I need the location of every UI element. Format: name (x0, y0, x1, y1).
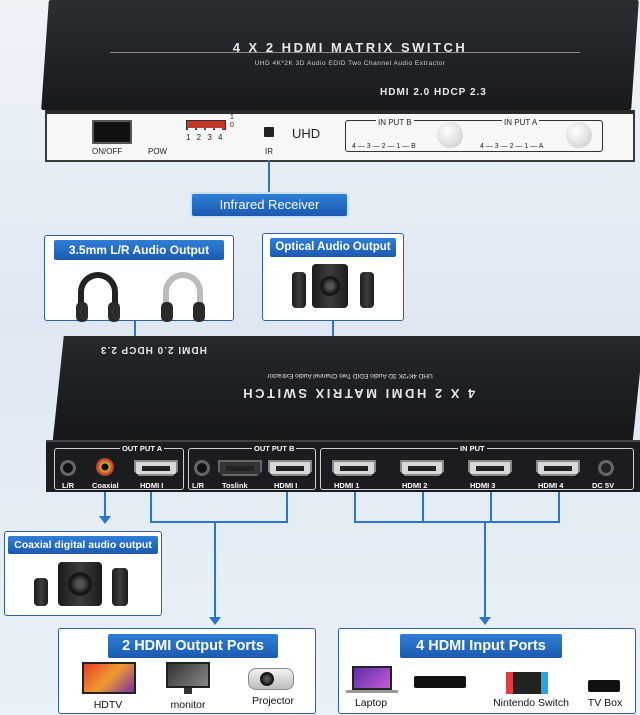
coaxial-label: Coaxial (92, 481, 119, 490)
settop-box-icon (414, 676, 466, 688)
dip-numbers: 1 2 3 4 (186, 133, 225, 142)
audio-35-title: 3.5mm L/R Audio Output (54, 240, 224, 260)
monitor-stand (184, 688, 192, 694)
lr-a-label: L/R (62, 481, 75, 490)
hdmi-in-3-port (468, 460, 512, 476)
lr-b-label: L/R (192, 481, 205, 490)
arrow-down-icon (209, 617, 221, 625)
coaxial-title: Coaxial digital audio output (8, 536, 158, 554)
lr-jack-a (60, 460, 76, 476)
nintendo-switch-icon (506, 672, 548, 694)
ir-label: IR (265, 147, 273, 156)
speaker-icon (112, 568, 128, 606)
device-bottom-badges: HDMI 2.0 HDCP 2.3 (100, 344, 207, 355)
hdmi-out-b-port (268, 460, 312, 476)
optical-title: Optical Audio Output (270, 238, 396, 257)
headphone-icon (161, 272, 205, 322)
input-device-label: TV Box (587, 697, 623, 709)
tv-box-icon (588, 680, 620, 692)
hdmi-1-label: HDMI 1 (334, 481, 360, 490)
speaker-icon (34, 578, 48, 606)
hdmi-in-3-connector (490, 492, 492, 522)
hdmi-in-2-connector (422, 492, 424, 522)
pow-label: POW (148, 147, 168, 156)
hdmi-3-label: HDMI 3 (470, 481, 496, 490)
toslink-port (218, 460, 262, 476)
laptop-icon (352, 666, 392, 690)
output-device-label: HDTV (93, 699, 123, 711)
hdmi-out-connector (214, 521, 216, 621)
headphone-icon (76, 272, 120, 322)
ir-sensor (264, 127, 274, 137)
input-a-knob (566, 122, 592, 148)
subwoofer-cone (68, 572, 92, 596)
input-b-label: IN PUT B (376, 118, 414, 127)
device-top-body (41, 0, 639, 110)
input-label: IN PUT (458, 444, 487, 453)
hdmi-in-4-port (536, 460, 580, 476)
hdmi-out-a-port (134, 460, 178, 476)
hdmi-input-title: 4 HDMI Input Ports (400, 634, 562, 658)
dc-jack (598, 460, 614, 476)
arrow-down-icon (99, 516, 111, 524)
hdmi-in-bracket (354, 521, 560, 523)
power-switch (92, 120, 132, 144)
input-device-label: Laptop (354, 697, 388, 709)
dip-switch (186, 120, 226, 134)
hdmi-in-1-connector (354, 492, 356, 522)
hdmi-2-label: HDMI 2 (402, 481, 428, 490)
output-device-label: monitor (170, 699, 206, 711)
device-bottom-title: 4 X 2 HDMI MATRIX SWITCH (240, 386, 476, 401)
projector-lens (260, 672, 274, 686)
uhd-label: UHD (292, 126, 321, 141)
toslink-label: Toslink (222, 481, 248, 490)
hdmi-4-label: HDMI 4 (538, 481, 564, 490)
dip-states: 1 0 (230, 114, 234, 129)
hdmi-in-4-connector (558, 492, 560, 522)
input-device-label: Nintendo Switch (493, 697, 569, 709)
output-b-label: OUT PUT B (252, 444, 297, 453)
ir-connector (268, 160, 270, 194)
device-top-subtitle: UHD 4K*2K 3D Audio EDID Two Channel Audi… (254, 60, 446, 67)
tv-icon (82, 662, 136, 694)
hdmi-in-2-port (400, 460, 444, 476)
arrow-down-icon (479, 617, 491, 625)
speaker-icon (360, 272, 374, 308)
laptop-base (346, 690, 398, 693)
top-divider (110, 52, 580, 53)
hdmi-in-connector (484, 521, 486, 621)
lr-jack-b (194, 460, 210, 476)
input-b-knob (437, 122, 463, 148)
onoff-label: ON/OFF (92, 147, 123, 156)
output-a-group (54, 448, 184, 490)
hdmi-in-1-port (332, 460, 376, 476)
speaker-icon (292, 272, 306, 308)
hdmi-out-a-connector (150, 492, 152, 522)
device-top-title: 4 X 2 HDMI MATRIX SWITCH (232, 40, 468, 55)
output-a-label: OUT PUT A (120, 444, 165, 453)
infrared-receiver-label: Infrared Receiver (192, 194, 347, 216)
output-device-label: Projector (251, 695, 294, 707)
dc-label: DC 5V (592, 481, 615, 490)
coaxial-connector (104, 492, 106, 520)
hdmi-output-title: 2 HDMI Output Ports (108, 634, 278, 658)
monitor-icon (166, 662, 210, 688)
input-a-ports: 4 — 3 — 2 — 1 — A (480, 143, 544, 150)
hdmi-out-bracket (150, 521, 288, 523)
hdmi-out-b-connector (286, 492, 288, 522)
hdmi-out-b-label: HDMI I (274, 481, 298, 490)
input-b-ports: 4 — 3 — 2 — 1 — B (352, 143, 416, 150)
input-selector-panel (345, 120, 603, 152)
subwoofer-cone (320, 276, 340, 296)
input-a-label: IN PUT A (502, 118, 540, 127)
hdmi-out-a-label: HDMI I (140, 481, 164, 490)
device-top-badges: HDMI 2.0 HDCP 2.3 (380, 87, 487, 98)
device-bottom-subtitle: UHD 4K*2K 3D Audio EDID Two Channel Audi… (267, 372, 433, 379)
coaxial-port (96, 458, 114, 476)
